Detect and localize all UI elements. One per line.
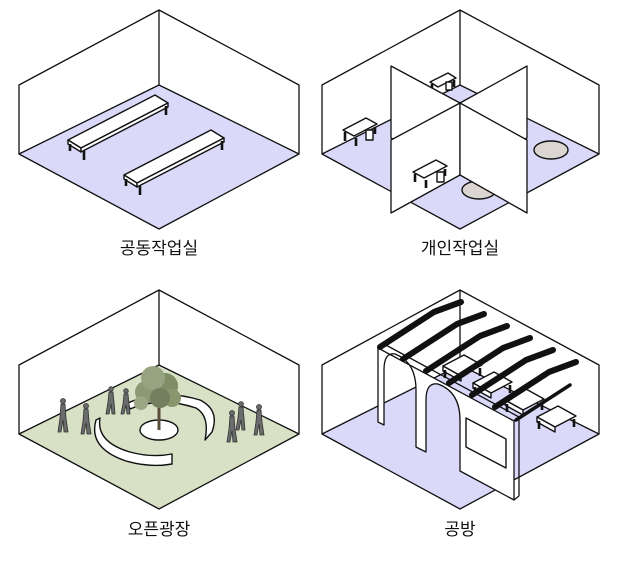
person-figure <box>57 398 69 433</box>
panel-label: 공동작업실 <box>120 239 198 259</box>
long-table <box>67 94 169 160</box>
panel-private-workroom: 개인작업실 <box>321 9 600 259</box>
person-figure <box>226 410 238 443</box>
person-figure <box>120 388 131 415</box>
partition-walls <box>390 65 528 214</box>
round-rug <box>533 140 569 160</box>
panel-open-plaza: 오픈광장 <box>18 289 300 540</box>
person-figure <box>235 401 246 431</box>
panel-label: 오픈광장 <box>128 520 191 540</box>
person-figure <box>105 386 116 415</box>
panel-label: 공방 <box>444 520 476 540</box>
person-figure <box>253 404 265 436</box>
room-box <box>18 9 300 230</box>
small-desk <box>412 159 448 188</box>
panel-shared-workroom: 공동작업실 <box>18 9 300 259</box>
person-figure <box>80 403 92 435</box>
long-table <box>123 129 225 195</box>
workbench <box>536 405 577 433</box>
panel-workshop: 공방 <box>321 289 600 540</box>
people-figures <box>57 386 265 443</box>
panel-label: 개인작업실 <box>421 239 499 259</box>
small-desk <box>342 117 378 146</box>
roof-beams <box>377 299 579 422</box>
tree <box>134 366 181 430</box>
wall-window <box>465 417 507 469</box>
